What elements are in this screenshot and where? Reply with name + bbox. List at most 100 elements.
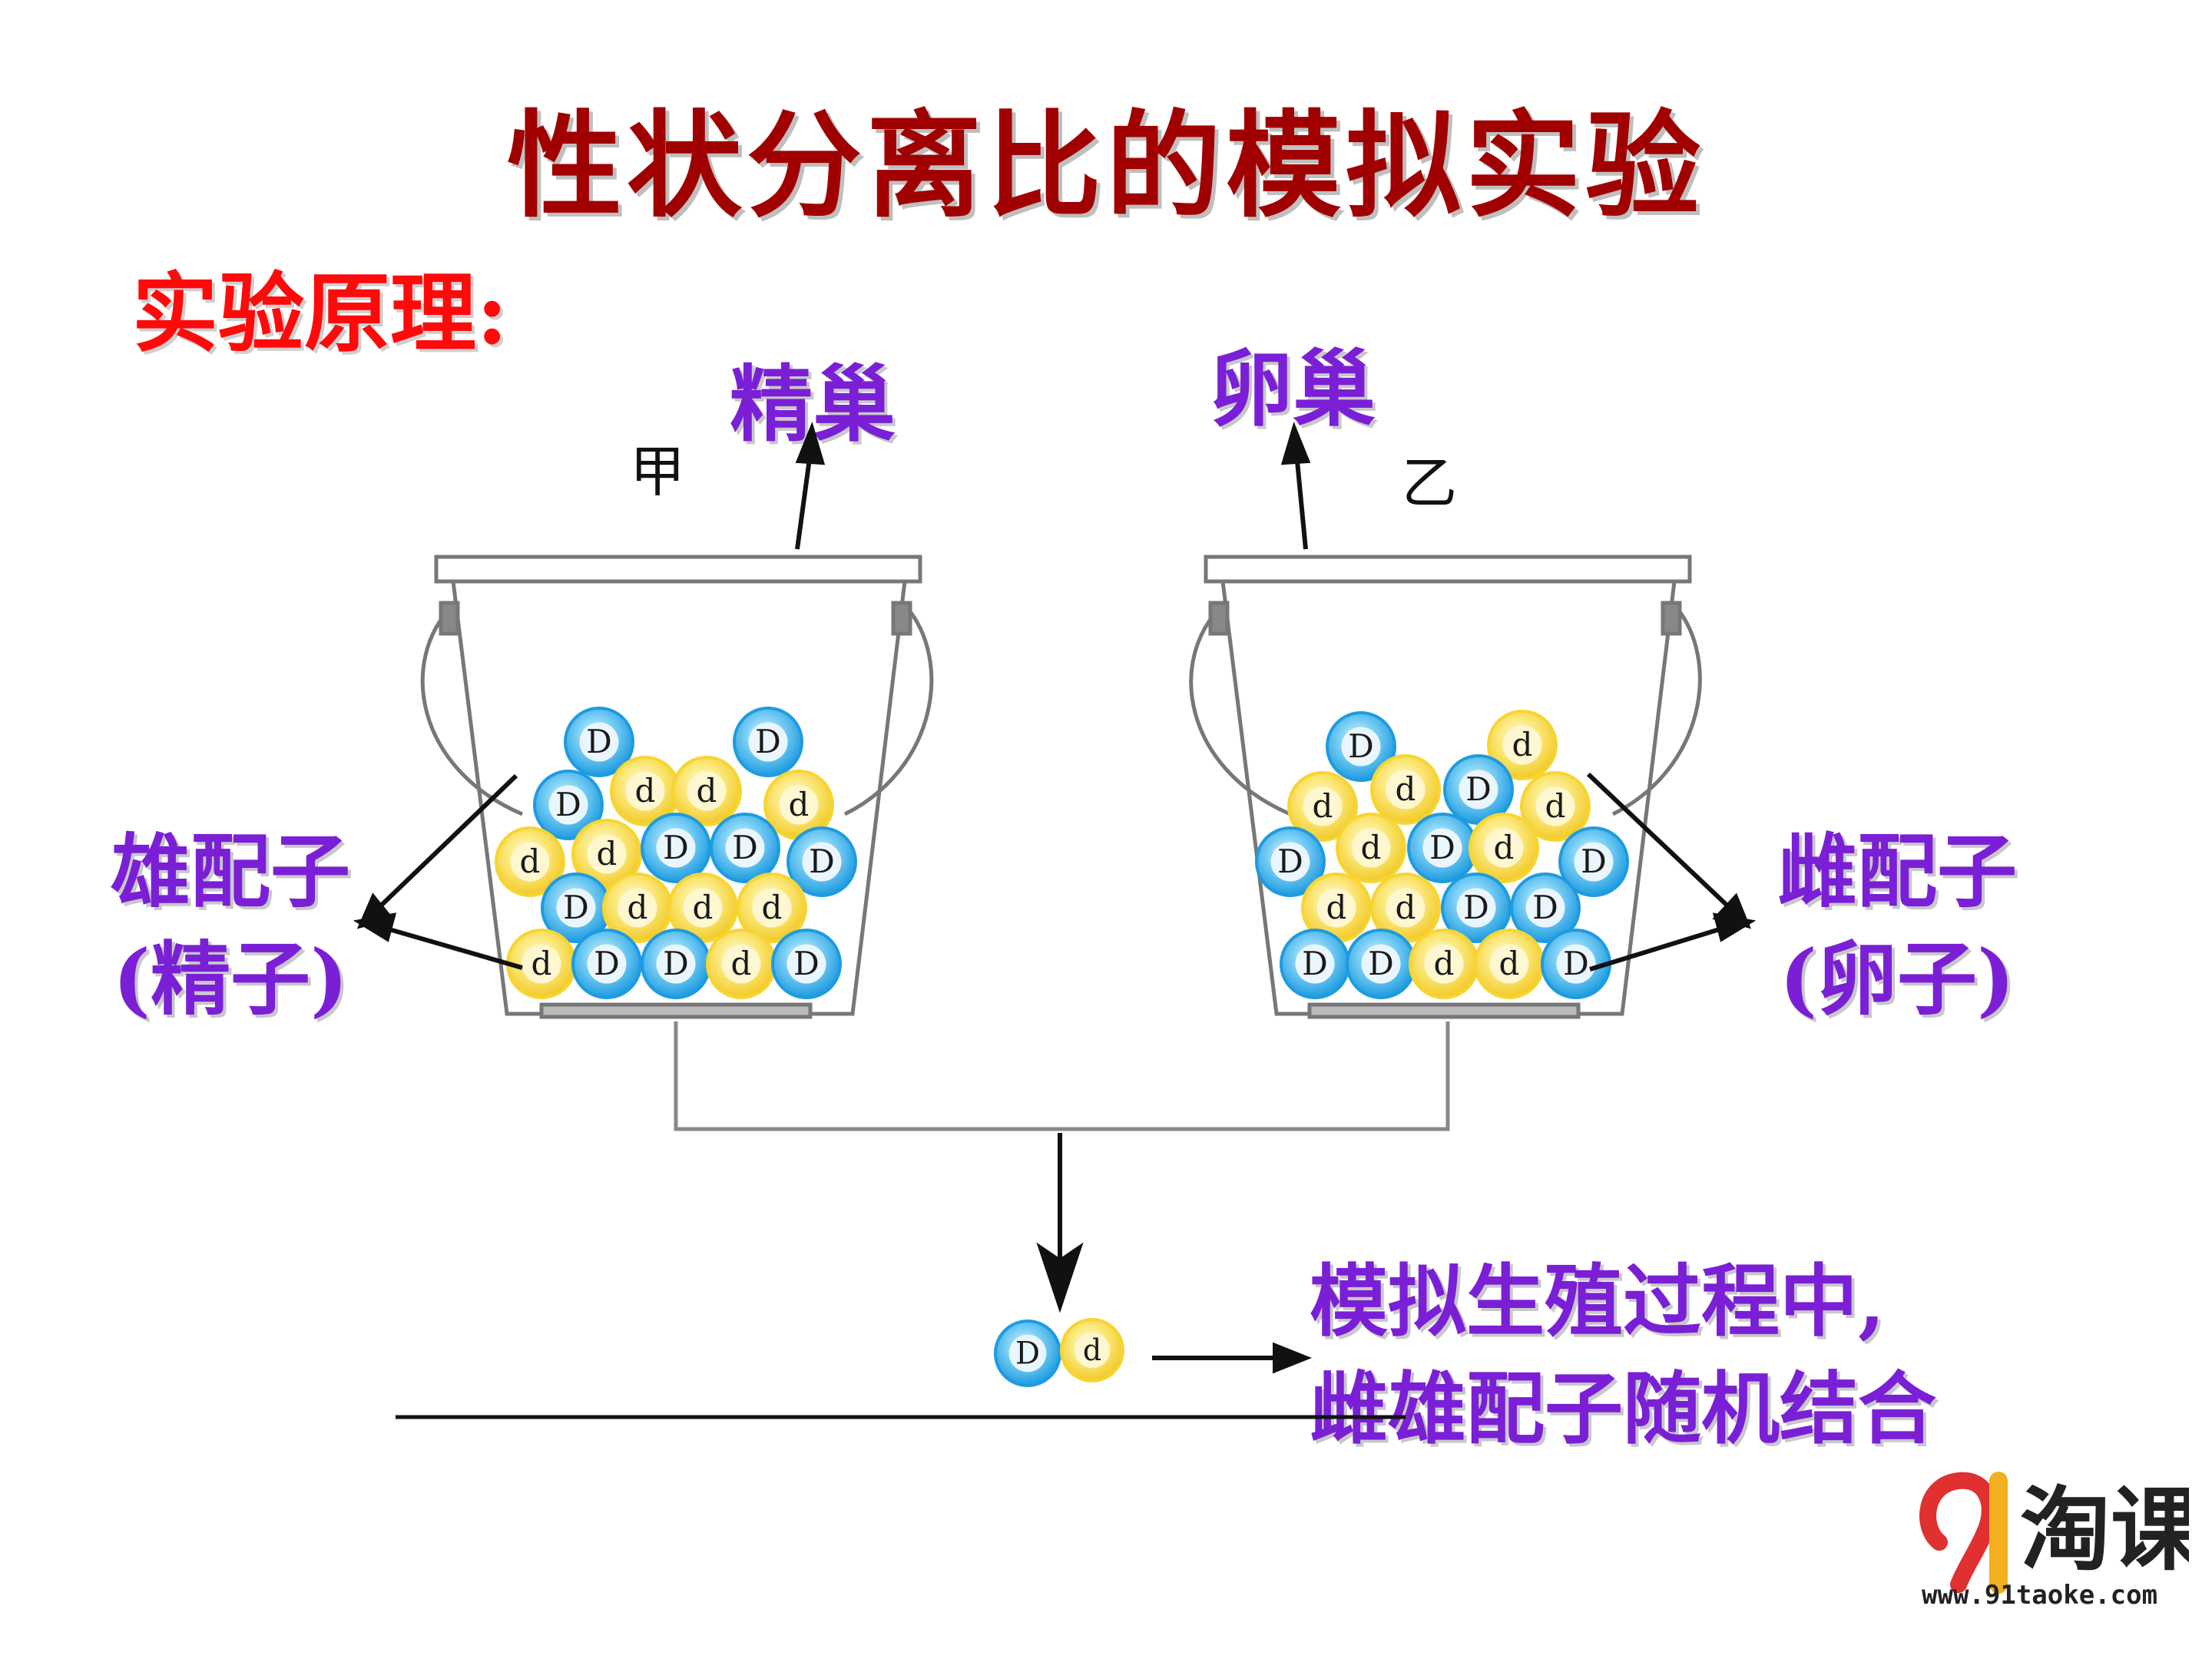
recessive-ball-4: d: [671, 756, 742, 826]
svg-text:d: d: [531, 945, 552, 982]
recessive-ball-14: d: [737, 873, 807, 943]
dominant-ball-15: D: [1280, 929, 1350, 999]
svg-text:D: D: [1348, 727, 1374, 765]
bucket-left-label: 甲: [630, 439, 686, 504]
svg-text:d: d: [1434, 945, 1455, 982]
svg-text:D: D: [1368, 945, 1394, 982]
svg-text:D: D: [1465, 770, 1492, 808]
arrow-to-testis-head: [795, 421, 826, 465]
recessive-ball-18: d: [1474, 929, 1545, 999]
svg-text:D: D: [755, 723, 781, 760]
arrow-to-testis: [795, 452, 813, 550]
arrow-to-ovary: [1294, 452, 1308, 550]
arrow-male-gamete-lower-head: [353, 912, 397, 942]
arrow-female-gamete-lower-head: [1712, 912, 1757, 942]
bucket-left-handle-left: [420, 605, 523, 816]
svg-text:D: D: [1532, 889, 1558, 926]
dominant-ball-19: D: [771, 929, 842, 999]
male-gamete-label: 雄配子 (精子): [100, 818, 361, 1033]
slide-title: 性状分离比的模拟实验: [506, 98, 1705, 233]
bucket-right-label: 乙: [1402, 451, 1458, 515]
dominant-ball-16: D: [1346, 929, 1416, 999]
dominant-ball-14: D: [1510, 873, 1581, 943]
result-line2: 雌雄配子随机结合: [1310, 1363, 1936, 1455]
recessive-ball-7: d: [571, 819, 642, 889]
recessive-ball-5: d: [1520, 771, 1591, 842]
dominant-ball-8: D: [641, 813, 711, 883]
dominant-ball-16: D: [571, 929, 642, 999]
svg-text:D: D: [555, 786, 581, 823]
arrow-male-gamete-upper: [378, 773, 518, 909]
dominant-ball-0: D: [1326, 711, 1396, 782]
arrow-female-gamete-upper: [1586, 772, 1730, 909]
svg-text:D: D: [594, 945, 620, 982]
female-gamete-line2: (卵子): [1779, 932, 2015, 1026]
svg-text:D: D: [563, 889, 589, 926]
recessive-ball-12: d: [602, 873, 673, 943]
svg-text:d: d: [731, 945, 752, 982]
svg-text:d: d: [1545, 787, 1566, 825]
svg-text:d: d: [520, 843, 541, 880]
recessive-ball-3: d: [1370, 754, 1441, 825]
svg-text:D: D: [1302, 945, 1328, 982]
svg-text:d: d: [1396, 889, 1416, 926]
dominant-ball-19: D: [1541, 929, 1611, 999]
arrow-to-ovary-head: [1280, 421, 1311, 465]
dominant-ball-13: D: [1441, 873, 1512, 943]
logo-brand: 淘课: [2020, 1477, 2189, 1583]
arrow-male-gamete-lower: [383, 926, 523, 970]
female-gamete-line1: 雌配子: [1777, 824, 2017, 919]
bucket-right-handle-left: [1189, 605, 1291, 816]
svg-text:d: d: [789, 786, 810, 823]
dominant-ball-10: D: [786, 826, 857, 897]
svg-text:d: d: [762, 889, 783, 926]
bucket-left-handle-right: [843, 605, 934, 816]
logo-mark-nine: [1919, 1472, 1998, 1593]
svg-text:d: d: [1326, 889, 1347, 926]
male-gamete-line1: 雄配子: [110, 824, 350, 919]
logo-graphic: 淘课 www.91taoke.com: [1919, 1472, 2189, 1611]
result-text: 模拟生殖过程中, 雌雄配子随机结合: [1310, 1248, 1936, 1463]
recessive-ball-3: d: [610, 756, 680, 826]
dominant-ball-17: D: [641, 929, 711, 999]
svg-text:D: D: [793, 945, 820, 982]
result-line1: 模拟生殖过程中,: [1310, 1256, 1886, 1348]
recessive-ball-1: d: [1060, 1318, 1124, 1382]
female-gamete-label: 雌配子 (卵子): [1767, 818, 2028, 1033]
arrow-down-to-zygote-head: [1036, 1242, 1084, 1313]
svg-text:d: d: [693, 889, 714, 926]
arrow-to-result-head: [1273, 1342, 1313, 1374]
svg-text:d: d: [628, 889, 648, 926]
svg-text:D: D: [1015, 1336, 1040, 1371]
bucket-left-lid: [434, 555, 922, 584]
bucket-right-lid: [1204, 555, 1692, 584]
svg-text:D: D: [663, 945, 689, 982]
svg-text:D: D: [1581, 843, 1607, 880]
svg-text:d: d: [1396, 770, 1416, 808]
bucket-left-lug-left: [439, 601, 460, 636]
dominant-ball-0: D: [994, 1320, 1061, 1387]
svg-text:D: D: [1429, 829, 1455, 866]
recessive-ball-18: d: [706, 929, 777, 999]
svg-text:d: d: [1083, 1333, 1101, 1367]
svg-text:D: D: [809, 843, 835, 880]
recessive-ball-7: d: [1336, 813, 1406, 883]
svg-text:d: d: [635, 772, 656, 810]
bucket-right: [1189, 555, 1702, 1019]
dominant-ball-1: D: [733, 707, 803, 777]
dominant-ball-9: D: [710, 813, 780, 883]
arrow-female-gamete-lower: [1589, 926, 1725, 972]
male-gamete-line2: (精子): [112, 932, 349, 1026]
svg-text:D: D: [1463, 889, 1489, 926]
svg-text:D: D: [586, 723, 612, 760]
dominant-ball-8: D: [1407, 813, 1478, 883]
recessive-ball-15: d: [506, 929, 577, 999]
bucket-right-handle-right: [1611, 605, 1702, 816]
bucket-right-base: [1307, 1002, 1581, 1019]
site-logo: 淘课 www.91taoke.com: [1912, 1450, 2189, 1611]
dominant-ball-10: D: [1558, 826, 1629, 897]
recessive-ball-17: d: [1409, 929, 1479, 999]
